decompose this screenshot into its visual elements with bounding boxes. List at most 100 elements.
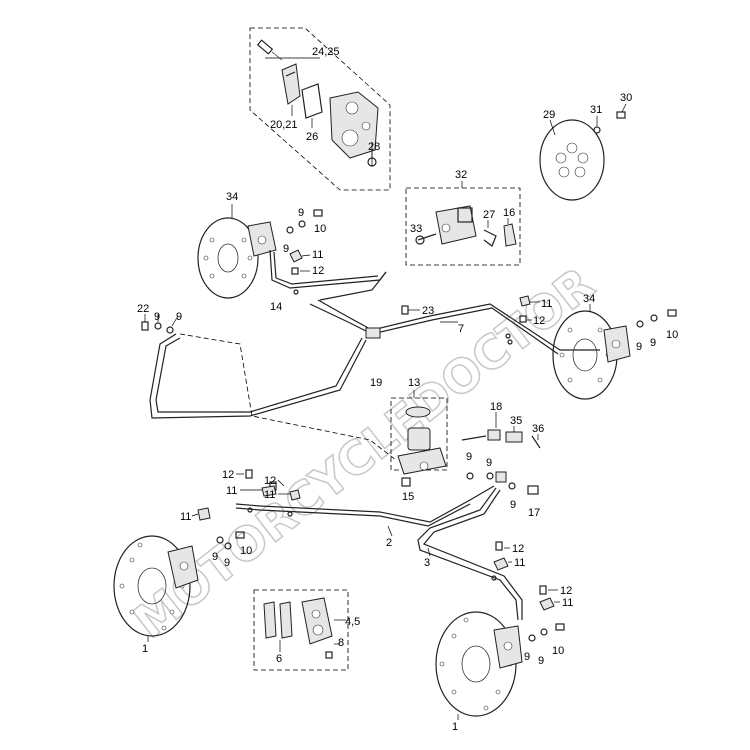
callout-3: 3 (424, 557, 430, 569)
callout-10-b: 10 (666, 329, 678, 341)
front-left-disc-group: 1 (113, 535, 199, 655)
washer-icon (286, 226, 294, 234)
callout-11-f: 11 (514, 557, 525, 569)
washer-icon (636, 320, 644, 328)
banjo-bolt-icon (313, 209, 323, 217)
callout-34-left: 34 (226, 191, 238, 203)
callout-9-m: 9 (538, 655, 544, 667)
caliper-detail-box (249, 27, 391, 191)
bolt-icon (401, 477, 411, 487)
brake-line-19 (149, 333, 367, 419)
banjo-bolt-icon (527, 485, 539, 495)
left-rear-disc-group: 34 9 10 9 11 12 14 (197, 191, 326, 313)
washer-icon (224, 542, 232, 550)
right-front-clip-group: 12 11 12 11 (491, 541, 573, 611)
callout-2: 2 (386, 537, 392, 549)
switch-body-icon (487, 429, 501, 441)
front-left-disc-icon (113, 535, 191, 637)
callout-1-left: 1 (142, 643, 148, 655)
junction-icon (495, 471, 507, 483)
callout-36: 36 (532, 423, 544, 435)
left-front-fittings: 9 9 10 (212, 531, 252, 569)
callout-12-f: 12 (560, 585, 572, 597)
callout-31: 31 (590, 104, 602, 116)
front-pad-group: 4,5 6 8 (253, 589, 360, 671)
brake-line-7 (317, 299, 600, 351)
callout-34-right: 34 (583, 293, 595, 305)
hose-clip-icon (289, 489, 301, 501)
bolt-icon (539, 585, 547, 595)
hose-clip-icon (519, 295, 531, 307)
master-cylinder-fittings: 9 9 9 17 (466, 451, 540, 519)
grommet-icon (503, 223, 517, 247)
callout-9-l: 9 (524, 651, 530, 663)
callout-12-d: 12 (264, 475, 276, 487)
brake-pad-icon (281, 63, 301, 105)
caliper-detail-group: 24,25 20,21 26 28 (249, 27, 391, 191)
banjo-bolt-icon (235, 531, 245, 539)
callout-9-c: 9 (154, 311, 160, 323)
brake-switch-group: 18 35 36 (461, 401, 544, 449)
rear-master-cylinder-icon (435, 205, 477, 245)
bolt-icon (245, 469, 253, 479)
rear-brake-disc-icon (539, 119, 605, 201)
bleeder-cap-icon (289, 249, 303, 263)
callout-20-21: 20,21 (270, 119, 298, 131)
left-line-fittings: 22 9 9 (137, 303, 182, 334)
callout-33: 33 (410, 223, 422, 235)
banjo-bolt-icon (415, 233, 437, 245)
callout-9-j: 9 (212, 551, 218, 563)
callout-15: 15 (402, 491, 414, 503)
banjo-bolt-icon (667, 309, 677, 317)
callout-6: 6 (276, 653, 282, 665)
callout-11-d: 11 (264, 489, 275, 501)
callout-8: 8 (338, 637, 344, 649)
hose-clip-icon (539, 597, 555, 611)
pad-spring-icon (301, 83, 323, 119)
callout-13: 13 (408, 377, 420, 389)
left-rear-disc-icon (197, 217, 259, 299)
switch-connector-icon (505, 431, 523, 443)
callout-12-a: 12 (312, 265, 324, 277)
callout-10-a: 10 (314, 223, 326, 235)
lock-washer-icon (593, 126, 601, 134)
washer-icon (508, 482, 516, 490)
callout-24-25: 24,25 (312, 46, 340, 58)
reservoir-cap-icon (405, 406, 431, 418)
callout-27: 27 (483, 209, 495, 221)
washer-icon (540, 628, 548, 636)
callout-12-b: 12 (533, 315, 545, 327)
washer-icon (166, 326, 174, 334)
washer-icon (154, 322, 162, 330)
callout-35: 35 (510, 415, 522, 427)
front-right-disc-group: 9 9 10 1 (435, 611, 565, 733)
front-left-caliper-icon (167, 545, 199, 589)
hose-clip-icon (261, 485, 277, 497)
callout-1-right: 1 (452, 721, 458, 733)
right-rear-caliper-icon (603, 325, 631, 363)
front-caliper-icon (301, 597, 333, 645)
callout-11-b: 11 (541, 298, 552, 310)
washer-icon (298, 220, 306, 228)
brake-line-2 (235, 485, 495, 523)
callout-28: 28 (368, 141, 380, 153)
callout-4-5: 4,5 (345, 616, 360, 628)
washer-icon (466, 472, 474, 480)
callout-9-b: 9 (283, 243, 289, 255)
callout-12-e: 12 (512, 543, 524, 555)
brake-line-3 (417, 487, 519, 621)
callout-14: 14 (270, 301, 282, 313)
washer-icon (216, 536, 224, 544)
left-front-clip-group: 12 12 11 11 11 (180, 469, 301, 523)
right-rear-disc-group: 34 9 9 10 (552, 293, 678, 400)
callout-11-e: 11 (180, 511, 191, 523)
callout-11-a: 11 (312, 249, 323, 261)
callout-30: 30 (620, 92, 632, 104)
callout-9-d: 9 (176, 311, 182, 323)
clip-icon (483, 229, 497, 247)
front-master-cylinder-icon (397, 427, 447, 475)
junction-bolt-icon (401, 305, 409, 315)
right-upper-clip-group: 11 12 (519, 295, 552, 327)
watermark-text: MOTORCYCLEDOCTOR (124, 257, 605, 649)
callout-11-c: 11 (226, 485, 237, 497)
